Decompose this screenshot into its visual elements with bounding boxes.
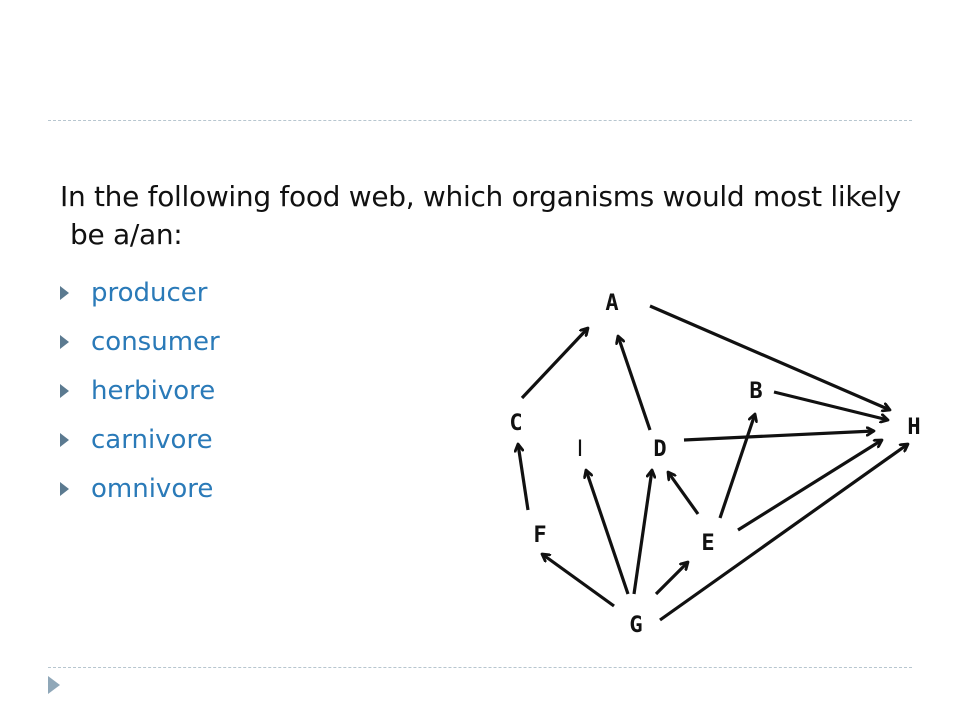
edge-a-to-h	[649, 304, 890, 410]
node-e: E	[701, 531, 714, 556]
node-c: C	[509, 411, 522, 436]
option-producer: producer	[56, 268, 220, 317]
node-i: I	[577, 437, 584, 462]
node-h: H	[907, 415, 920, 440]
node-g: G	[629, 613, 642, 638]
edge-e-to-h	[737, 440, 882, 532]
triangle-bullet-icon	[60, 481, 69, 496]
edge-g-to-f	[542, 554, 615, 608]
option-label: herbivore	[91, 375, 216, 406]
option-label: consumer	[91, 326, 220, 357]
option-herbivore: herbivore	[56, 366, 220, 415]
edge-g-to-d	[632, 470, 652, 595]
triangle-bullet-icon	[60, 432, 69, 447]
food-web-edges	[518, 304, 908, 622]
option-label: carnivore	[91, 424, 213, 455]
edge-g-to-i	[586, 470, 630, 595]
option-omnivore: omnivore	[56, 464, 220, 513]
node-f: F	[533, 523, 546, 548]
node-d: D	[653, 437, 666, 462]
edge-f-to-c	[518, 444, 530, 511]
top-divider	[48, 120, 912, 121]
footer-arrow-icon	[48, 676, 60, 694]
option-consumer: consumer	[56, 317, 220, 366]
question-line-2: be a/an:	[70, 218, 183, 251]
triangle-bullet-icon	[60, 285, 69, 300]
triangle-bullet-icon	[60, 383, 69, 398]
option-label: omnivore	[91, 473, 214, 504]
node-a: A	[605, 291, 618, 316]
edge-e-to-d	[668, 472, 700, 515]
triangle-bullet-icon	[60, 334, 69, 349]
edge-d-to-a	[618, 336, 652, 431]
edge-b-to-h	[773, 390, 888, 420]
question-line-1: In the following food web, which organis…	[60, 180, 901, 213]
question-text: In the following food web, which organis…	[60, 178, 930, 254]
option-carnivore: carnivore	[56, 415, 220, 464]
edge-d-to-h	[683, 431, 874, 442]
edge-g-to-e	[654, 562, 688, 596]
edge-c-to-a	[520, 328, 588, 400]
answer-options: producer consumer herbivore carnivore om…	[56, 268, 220, 513]
edge-e-to-b	[718, 414, 755, 519]
edge-g-to-h	[659, 444, 908, 622]
option-label: producer	[91, 277, 208, 308]
node-b: B	[749, 379, 762, 404]
bottom-divider	[48, 667, 912, 668]
